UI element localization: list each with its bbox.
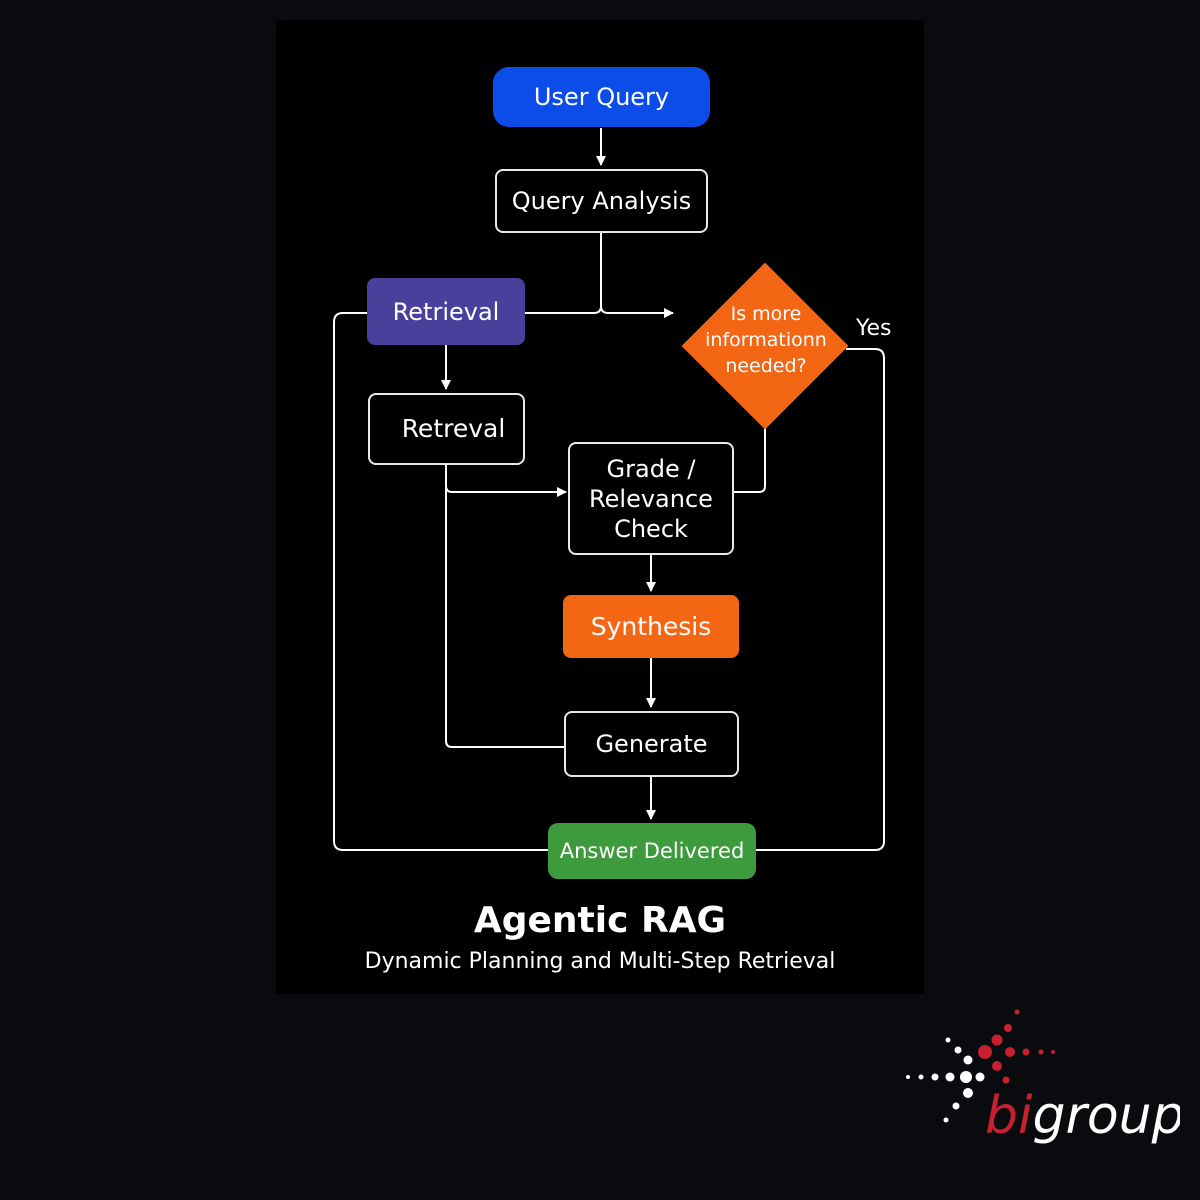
arrow-analysis-to-decision	[600, 305, 674, 318]
node-answer-delivered-label: Answer Delivered	[559, 838, 745, 863]
node-synthesis-label: Synthesis	[590, 611, 712, 641]
decision-line-3: needed?	[725, 355, 807, 377]
loop-decision-yes-to-answer	[756, 348, 885, 851]
node-retrieval-label: Retrieval	[392, 297, 500, 326]
node-retreval: Retreval	[368, 393, 525, 465]
grade-line-2: Relevance	[589, 484, 713, 513]
bigroup-logo: bigroup	[906, 1009, 1180, 1146]
node-retreval-label: Retreval	[401, 414, 506, 444]
node-decision-text: Is more informationn needed?	[690, 300, 842, 380]
node-retrieval: Retrieval	[367, 278, 525, 345]
decision-line-2: informationn	[705, 328, 827, 351]
decision-line-1: Is more	[730, 302, 802, 325]
logo-burst-icon	[906, 1009, 1055, 1123]
loop-answer-to-retrieval	[333, 312, 548, 851]
edge-label-yes: Yes	[856, 316, 892, 341]
node-query-analysis-label: Query Analysis	[511, 187, 692, 215]
node-grade-relevance-check: Grade / Relevance Check	[568, 442, 734, 555]
arrow-retreval-to-grade	[445, 465, 567, 497]
logo-wordmark: bigroup	[985, 1086, 1180, 1146]
node-user-query: User Query	[493, 67, 710, 127]
diagram-title: Agentic RAG	[473, 900, 727, 941]
node-user-query-label: User Query	[533, 83, 670, 111]
node-answer-delivered: Answer Delivered	[548, 823, 756, 879]
decision-diamond	[682, 263, 848, 429]
connector-grade-to-decision	[734, 428, 766, 493]
node-synthesis: Synthesis	[563, 595, 739, 658]
node-generate: Generate	[564, 711, 739, 777]
node-generate-label: Generate	[595, 730, 708, 758]
grade-line-3: Check	[614, 514, 688, 543]
diagram-subtitle: Dynamic Planning and Multi-Step Retrieva…	[364, 949, 836, 974]
node-query-analysis: Query Analysis	[495, 169, 708, 233]
grade-line-1: Grade /	[606, 454, 696, 483]
connector-retreval-to-generate	[445, 486, 564, 748]
connector-analysis-to-retrieval	[525, 233, 602, 314]
